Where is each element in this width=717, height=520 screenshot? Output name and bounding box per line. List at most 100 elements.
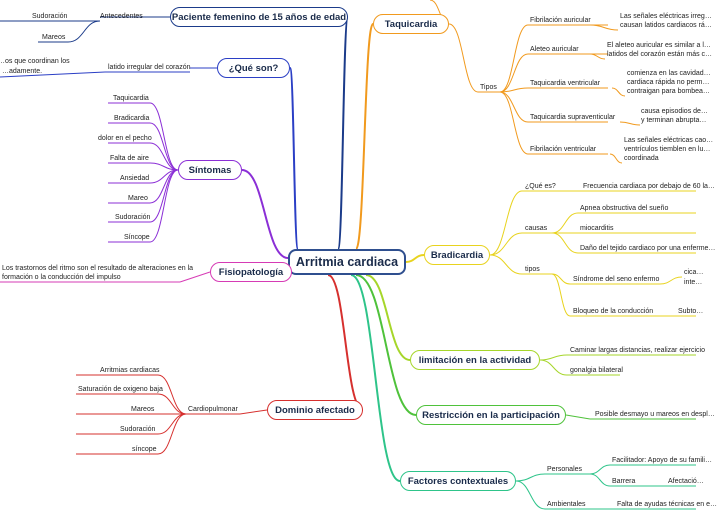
link-antecedentes-mareos xyxy=(67,20,101,43)
subtopic-personales[interactable]: Personales xyxy=(547,466,583,473)
link-sintomas-item-7 xyxy=(149,169,179,243)
link-cardio-item-4 xyxy=(157,413,187,455)
link-barrera xyxy=(589,473,611,487)
leaf-bloqueo-sub: Subto… xyxy=(678,308,704,315)
link-tipos-0 xyxy=(499,24,529,93)
link-root-dominio xyxy=(327,274,364,411)
link-desc-4 xyxy=(609,153,623,164)
leaf-fibrilacion-ventricular[interactable]: Fibrilación ventricular xyxy=(530,146,597,153)
leaf-afectacion[interactable]: Afectació… xyxy=(668,478,704,485)
subtopic-ambientales[interactable]: Ambientales xyxy=(547,501,586,508)
topic-fisiopatologia[interactable]: Fisiopatología xyxy=(210,262,292,282)
topic-limitacion-actividad[interactable]: limitación en la actividad xyxy=(410,350,540,370)
link-desc-1 xyxy=(589,53,606,60)
leaf-dominio-sudoracion[interactable]: Sudoración xyxy=(120,426,156,433)
desc-fib-ventricular-1: Las señales eléctricas cao… xyxy=(624,137,714,144)
leaf-dominio-sincope[interactable]: síncope xyxy=(132,446,157,453)
link-root-taquicardia xyxy=(355,23,374,250)
link-sintomas-item-6 xyxy=(149,169,179,223)
topic-factores-contextuales[interactable]: Factores contextuales xyxy=(400,471,516,491)
link-cardio-item-0 xyxy=(157,374,187,415)
leaf-sintoma-ansiedad[interactable]: Ansiedad xyxy=(120,175,150,182)
topic-dominio-afectado[interactable]: Dominio afectado xyxy=(267,400,363,420)
leaf-seno-enfermo[interactable]: Síndrome del seno enfermo xyxy=(573,276,660,283)
desc-aleteo-1: El aleteo auricular es similar a l… xyxy=(607,42,711,49)
link-root-bradicardia xyxy=(405,254,425,263)
link-desc-0 xyxy=(589,24,619,31)
link-brad-group-2 xyxy=(489,254,523,275)
link-desc-3 xyxy=(619,121,641,126)
leaf-dominio-mareos[interactable]: Mareos xyxy=(131,406,155,413)
desc-fib-ventricular-3: coordinada xyxy=(624,155,659,162)
subtopic-que-es[interactable]: ¿Qué es? xyxy=(525,183,556,190)
leaf-fibrilacion-auricular[interactable]: Fibrilación auricular xyxy=(530,17,591,24)
link-sintomas-item-5 xyxy=(149,169,179,204)
subtopic-tipos[interactable]: Tipos xyxy=(480,84,497,91)
link-root-restriccion xyxy=(355,274,417,416)
link-tipos-2 xyxy=(499,87,529,93)
note-que-son-line2: …adamente. xyxy=(2,68,43,75)
leaf-taquicardia-supraventricular[interactable]: Taquicardia supraventicular xyxy=(530,114,616,121)
subtopic-cardiopulmonar[interactable]: Cardiopulmonar xyxy=(188,406,238,413)
leaf-apnea[interactable]: Apnea obstructiva del sueño xyxy=(580,205,669,212)
desc-taq-ventricular-3: contraigan para bombea… xyxy=(627,88,710,95)
leaf-sintoma-taquicardia[interactable]: Taquicardia xyxy=(113,95,149,102)
link-taq-tipos xyxy=(448,23,479,93)
leaf-sintoma-sincope[interactable]: Síncope xyxy=(124,234,150,241)
link-causa-2 xyxy=(551,232,579,254)
root-node[interactable]: Arritmia cardiaca xyxy=(288,249,406,275)
leaf-paciente-mareos[interactable]: Mareos xyxy=(42,34,66,41)
link-root-limitacion xyxy=(365,274,411,361)
desc-supraventricular-1: causa episodios de… xyxy=(641,108,708,115)
link-cardio-item-1 xyxy=(157,393,187,415)
topic-restriccion-participacion[interactable]: Restricción en la participación xyxy=(416,405,566,425)
desc-fibrilacion-auricular-2: causan latidos cardiacos rá… xyxy=(620,22,712,29)
desc-supraventricular-2: y terminan abrupta… xyxy=(641,117,707,124)
leaf-seno-sub-2: inte… xyxy=(684,279,703,286)
fisiopatologia-text-line1: Los trastornos del ritmo son el resultad… xyxy=(2,265,194,272)
link-root-que-son xyxy=(289,67,299,250)
leaf-dominio-saturacion[interactable]: Saturación de oxigeno baja xyxy=(78,386,163,393)
leaf-bloqueo-conduccion[interactable]: Bloqueo de la conducción xyxy=(573,308,654,315)
link-root-factores xyxy=(350,274,401,482)
link-brad-group-1 xyxy=(489,232,523,256)
link-sintomas-item-1 xyxy=(149,122,179,171)
leaf-dano-tejido[interactable]: Daño del tejido cardiaco por una enferme… xyxy=(580,245,716,252)
leaf-aleteo-auricular[interactable]: Aleteo auricular xyxy=(530,46,579,53)
link-lim-0 xyxy=(539,354,568,361)
leaf-caminar[interactable]: Caminar largas distancias, realizar ejer… xyxy=(570,347,705,354)
leaf-ayudas-tecnicas[interactable]: Falta de ayudas técnicas en e… xyxy=(617,501,717,508)
topic-que-son[interactable]: ¿Qué son? xyxy=(217,58,290,78)
topic-paciente[interactable]: Paciente femenino de 15 años de edad xyxy=(170,7,348,27)
leaf-dominio-arritmias[interactable]: Arritmias cardiacas xyxy=(100,367,160,374)
link-root-sintomas xyxy=(241,169,289,259)
leaf-sintoma-mareo[interactable]: Mareo xyxy=(128,195,148,202)
leaf-miocarditis[interactable]: miocarditis xyxy=(580,225,614,232)
subtopic-tipos-bradicardia[interactable]: tipos xyxy=(525,266,540,273)
note-que-son-line1: …os que coordinan los xyxy=(0,58,70,65)
link-fact-ambientales xyxy=(515,480,546,510)
desc-taq-ventricular-1: comienza en las cavidad… xyxy=(627,70,711,77)
leaf-taquicardia-ventricular[interactable]: Taquicardia ventricular xyxy=(530,80,601,87)
topic-sintomas[interactable]: Síntomas xyxy=(178,160,242,180)
leaf-barrera[interactable]: Barrera xyxy=(612,478,636,485)
leaf-gonalgia[interactable]: gonalgia bilateral xyxy=(570,367,623,374)
leaf-facilitador[interactable]: Facilitador: Apoyo de su famili… xyxy=(612,457,712,464)
leaf-sintoma-falta-aire[interactable]: Falta de aire xyxy=(110,155,149,162)
fisiopatologia-text-line2: formación o la conducción del impulso xyxy=(2,274,121,281)
leaf-latido-irregular[interactable]: latido irregular del corazón xyxy=(108,64,191,71)
leaf-desmayo[interactable]: Posible desmayo u mareos en despl… xyxy=(595,411,715,418)
desc-taq-ventricular-2: cardiaca rápida no perm… xyxy=(627,79,710,86)
link-sintomas-item-0 xyxy=(149,102,179,171)
leaf-sintoma-dolor-pecho[interactable]: dolor en el pecho xyxy=(98,135,152,142)
leaf-sintoma-bradicardia[interactable]: Bradicardia xyxy=(114,115,150,122)
leaf-sintoma-sudoracion[interactable]: Sudoración xyxy=(115,214,151,221)
topic-taquicardia[interactable]: Taquicardia xyxy=(373,14,449,34)
topic-bradicardia[interactable]: Bradicardia xyxy=(424,245,490,265)
subtopic-antecedentes[interactable]: Antecedentes xyxy=(100,13,143,20)
subtopic-causas[interactable]: causas xyxy=(525,225,548,232)
link-sintomas-item-2 xyxy=(149,142,179,171)
leaf-paciente-sudoracion[interactable]: Sudoración xyxy=(32,13,68,20)
link-tipos-4 xyxy=(499,91,529,155)
